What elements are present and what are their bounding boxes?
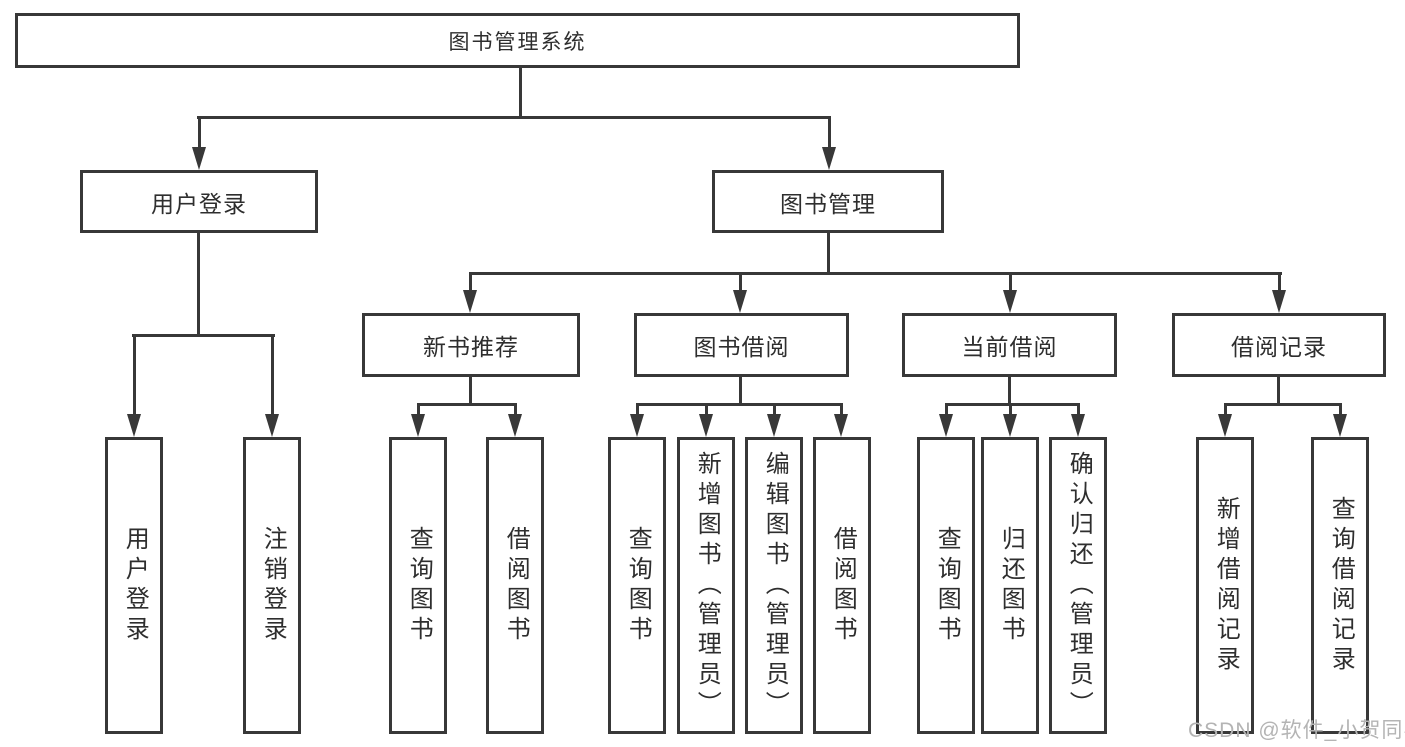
arrow-down-icon bbox=[1003, 290, 1017, 313]
connector-root-rail bbox=[197, 116, 831, 119]
node-label: 借阅图书 bbox=[502, 525, 530, 646]
node-label: 注销登录 bbox=[259, 525, 287, 646]
node-leaf-add-borrow-record: 新增借阅记录 bbox=[1196, 437, 1254, 734]
node-leaf-query-book-3: 查询图书 bbox=[917, 437, 975, 734]
node-label: 新书推荐 bbox=[423, 334, 519, 360]
node-label: 借阅图书 bbox=[829, 525, 857, 646]
arrow-down-icon bbox=[630, 414, 644, 437]
node-library-management-system: 图书管理系统 bbox=[15, 13, 1020, 68]
connector-book-management-drop-1 bbox=[469, 272, 472, 291]
node-label: 图书管理系统 bbox=[448, 30, 587, 54]
connector-current-borrow-stem bbox=[1008, 377, 1011, 405]
node-label: 归还图书 bbox=[997, 525, 1025, 646]
arrow-down-icon bbox=[1333, 414, 1347, 437]
arrow-down-icon bbox=[192, 147, 206, 170]
connector-book-management-drop-2 bbox=[739, 272, 742, 291]
node-label: 查询图书 bbox=[405, 525, 433, 646]
connector-book-management-drop-4 bbox=[1278, 272, 1281, 291]
connector-new-book-recommend-drop-1 bbox=[417, 403, 420, 415]
node-label: 查询图书 bbox=[933, 525, 961, 646]
node-label: 借阅记录 bbox=[1231, 334, 1327, 360]
node-user-login: 用户登录 bbox=[80, 170, 318, 233]
connector-user-login-drop-1 bbox=[133, 334, 136, 415]
arrow-down-icon bbox=[822, 147, 836, 170]
connector-book-borrow-drop-1 bbox=[636, 403, 639, 415]
arrow-down-icon bbox=[1218, 414, 1232, 437]
node-label: 图书管理 bbox=[780, 190, 876, 217]
connector-book-borrow-drop-4 bbox=[840, 403, 843, 415]
arrow-down-icon bbox=[939, 414, 953, 437]
arrow-down-icon bbox=[463, 290, 477, 313]
arrow-down-icon bbox=[411, 414, 425, 437]
connector-current-borrow-drop-1 bbox=[945, 403, 948, 415]
node-leaf-logout-login: 注销登录 bbox=[243, 437, 301, 734]
connector-borrow-record-rail bbox=[1224, 403, 1341, 406]
connector-book-borrow-rail bbox=[636, 403, 842, 406]
connector-current-borrow-drop-2 bbox=[1009, 403, 1012, 415]
node-label: 编辑图书（管理员） bbox=[761, 450, 789, 721]
node-leaf-add-book-admin: 新增图书（管理员） bbox=[677, 437, 735, 734]
node-leaf-user-login: 用户登录 bbox=[105, 437, 163, 734]
arrow-down-icon bbox=[733, 290, 747, 313]
node-label: 查询图书 bbox=[624, 525, 652, 646]
arrow-down-icon bbox=[767, 414, 781, 437]
connector-current-borrow-drop-3 bbox=[1077, 403, 1080, 415]
node-leaf-borrow-book-2: 借阅图书 bbox=[813, 437, 871, 734]
connector-root-drop-left bbox=[198, 116, 201, 148]
connector-book-borrow-stem bbox=[739, 377, 742, 405]
connector-book-management-stem bbox=[827, 233, 830, 274]
connector-book-management-drop-3 bbox=[1009, 272, 1012, 291]
connector-book-borrow-drop-2 bbox=[705, 403, 708, 415]
arrow-down-icon bbox=[834, 414, 848, 437]
arrow-down-icon bbox=[1272, 290, 1286, 313]
connector-root-drop-right bbox=[828, 116, 831, 148]
arrow-down-icon bbox=[265, 414, 279, 437]
connector-user-login-stem bbox=[197, 233, 200, 336]
arrow-down-icon bbox=[1003, 414, 1017, 437]
node-book-borrow: 图书借阅 bbox=[634, 313, 849, 377]
connector-borrow-record-stem bbox=[1277, 377, 1280, 405]
connector-root-stem bbox=[519, 68, 522, 117]
arrow-down-icon bbox=[508, 414, 522, 437]
arrow-down-icon bbox=[127, 414, 141, 437]
connector-current-borrow-rail bbox=[945, 403, 1079, 406]
node-label: 新增借阅记录 bbox=[1212, 495, 1240, 676]
connector-book-management-rail bbox=[469, 272, 1282, 275]
node-leaf-query-book-1: 查询图书 bbox=[389, 437, 447, 734]
arrow-down-icon bbox=[699, 414, 713, 437]
node-leaf-return-book: 归还图书 bbox=[981, 437, 1039, 734]
connector-borrow-record-drop-1 bbox=[1224, 403, 1227, 415]
connector-book-borrow-drop-3 bbox=[773, 403, 776, 415]
node-label: 查询借阅记录 bbox=[1327, 495, 1355, 676]
node-label: 图书借阅 bbox=[693, 334, 790, 360]
connector-borrow-record-drop-2 bbox=[1339, 403, 1342, 415]
csdn-watermark: CSDN @软件_小贺同学 bbox=[1188, 719, 1405, 742]
node-book-management: 图书管理 bbox=[712, 170, 944, 233]
node-leaf-query-borrow-record: 查询借阅记录 bbox=[1311, 437, 1369, 734]
node-leaf-borrow-book-1: 借阅图书 bbox=[486, 437, 544, 734]
connector-new-book-recommend-drop-2 bbox=[514, 403, 517, 415]
node-new-book-recommend: 新书推荐 bbox=[362, 313, 580, 377]
arrow-down-icon bbox=[1071, 414, 1085, 437]
node-label: 用户登录 bbox=[121, 525, 149, 646]
node-label: 确认归还（管理员） bbox=[1065, 450, 1093, 721]
connector-user-login-rail bbox=[132, 334, 275, 337]
node-leaf-edit-book-admin: 编辑图书（管理员） bbox=[745, 437, 803, 734]
node-current-borrow: 当前借阅 bbox=[902, 313, 1117, 377]
connector-new-book-recommend-rail bbox=[417, 403, 517, 406]
connector-new-book-recommend-stem bbox=[469, 377, 472, 405]
node-leaf-confirm-return-admin: 确认归还（管理员） bbox=[1049, 437, 1107, 734]
node-label: 新增图书（管理员） bbox=[693, 450, 721, 721]
connector-user-login-drop-2 bbox=[271, 334, 274, 415]
node-borrow-record: 借阅记录 bbox=[1172, 313, 1386, 377]
node-label: 当前借阅 bbox=[961, 334, 1058, 360]
node-label: 用户登录 bbox=[151, 190, 247, 217]
node-leaf-query-book-2: 查询图书 bbox=[608, 437, 666, 734]
